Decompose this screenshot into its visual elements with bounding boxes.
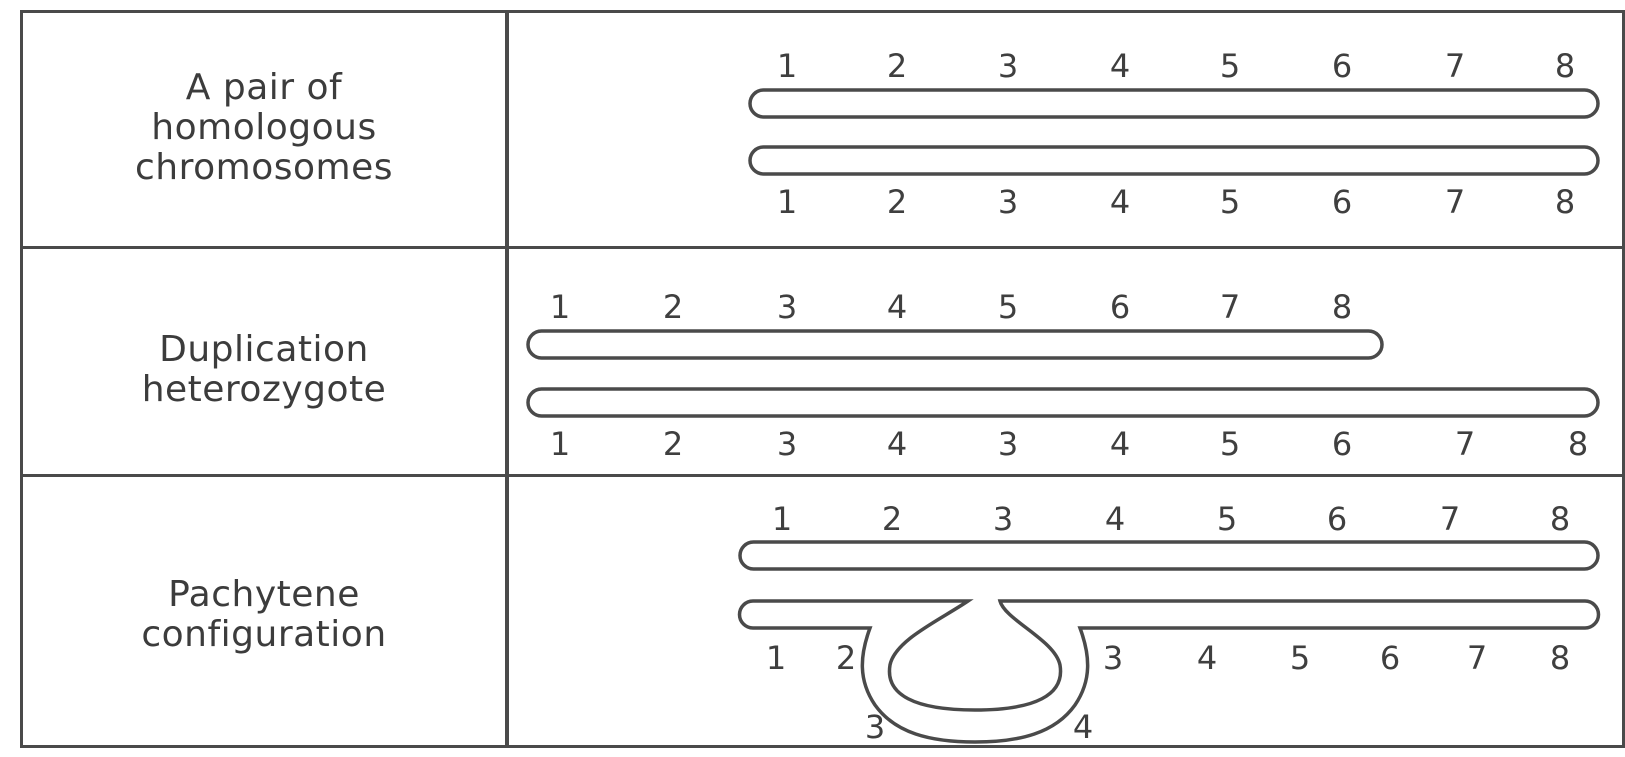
row3-top-number-7: 7 (1440, 500, 1460, 538)
row2-bottom-number-8: 6 (1332, 425, 1352, 463)
row1-chromosome-top (750, 90, 1598, 117)
row2-top-number-2: 2 (663, 288, 683, 326)
row2-bottom-number-2: 2 (663, 425, 683, 463)
row2-bottom-number-7: 5 (1220, 425, 1240, 463)
row3-top-number-6: 6 (1327, 500, 1347, 538)
row3-chromosome-top (740, 542, 1598, 569)
row2-bottom-number-6: 4 (1110, 425, 1130, 463)
row3-bottom-number-7: 7 (1467, 639, 1487, 677)
row1-top-number-2: 2 (887, 47, 907, 85)
row2-top-number-8: 8 (1332, 288, 1352, 326)
row1-bottom-number-1: 1 (777, 183, 797, 221)
row2-chromosome-normal (528, 331, 1382, 358)
row2-top-number-labels: 1 2 3 4 5 6 7 8 (550, 288, 1352, 326)
row1-top-number-1: 1 (777, 47, 797, 85)
row1-top-number-labels: 1 2 3 4 5 6 7 8 (777, 47, 1575, 85)
row2-top-number-7: 7 (1220, 288, 1240, 326)
row3-bottom-number-2: 2 (836, 639, 856, 677)
row2-bottom-number-4: 4 (887, 425, 907, 463)
row3-loop-number-1: 3 (865, 708, 885, 746)
row3-top-number-3: 3 (993, 500, 1013, 538)
row1-chromosome-bottom (750, 147, 1598, 174)
row2-top-number-5: 5 (998, 288, 1018, 326)
row3-top-number-8: 8 (1550, 500, 1570, 538)
row3-bottom-number-1: 1 (766, 639, 786, 677)
row2-chromosome-duplicated (528, 389, 1598, 416)
row1-bottom-number-5: 5 (1220, 183, 1240, 221)
row1-bottom-number-labels: 1 2 3 4 5 6 7 8 (777, 183, 1575, 221)
row1-top-number-5: 5 (1220, 47, 1240, 85)
row1-bottom-number-4: 4 (1110, 183, 1130, 221)
row1-bottom-number-3: 3 (998, 183, 1018, 221)
row3-top-number-1: 1 (772, 500, 792, 538)
row1-top-number-4: 4 (1110, 47, 1130, 85)
row2-bottom-number-1: 1 (550, 425, 570, 463)
row2-top-number-6: 6 (1110, 288, 1130, 326)
row2-bottom-number-5: 3 (998, 425, 1018, 463)
row2-bottom-number-10: 8 (1568, 425, 1588, 463)
row3-top-number-5: 5 (1217, 500, 1237, 538)
row1-bottom-number-2: 2 (887, 183, 907, 221)
row3-top-number-labels: 1 2 3 4 5 6 7 8 (772, 500, 1570, 538)
row2-bottom-number-labels: 1 2 3 4 3 4 5 6 7 8 (550, 425, 1588, 463)
row3-top-number-4: 4 (1105, 500, 1125, 538)
row3-bottom-number-8: 8 (1550, 639, 1570, 677)
row1-top-number-6: 6 (1332, 47, 1352, 85)
row1-top-number-7: 7 (1445, 47, 1465, 85)
row2-top-number-1: 1 (550, 288, 570, 326)
row2-bottom-number-3: 3 (777, 425, 797, 463)
row3-top-number-2: 2 (882, 500, 902, 538)
row3-bottom-number-4: 4 (1197, 639, 1217, 677)
row2-top-number-4: 4 (887, 288, 907, 326)
row1-bottom-number-6: 6 (1332, 183, 1352, 221)
row2-top-number-3: 3 (777, 288, 797, 326)
row3-bottom-number-5: 5 (1290, 639, 1310, 677)
row1-bottom-number-7: 7 (1445, 183, 1465, 221)
row1-bottom-number-8: 8 (1555, 183, 1575, 221)
row2-bottom-number-9: 7 (1455, 425, 1475, 463)
row1-top-number-8: 8 (1555, 47, 1575, 85)
row3-loop-number-2: 4 (1073, 708, 1093, 746)
row3-bottom-number-6: 6 (1380, 639, 1400, 677)
row3-bottom-number-3: 3 (1103, 639, 1123, 677)
row1-top-number-3: 3 (998, 47, 1018, 85)
